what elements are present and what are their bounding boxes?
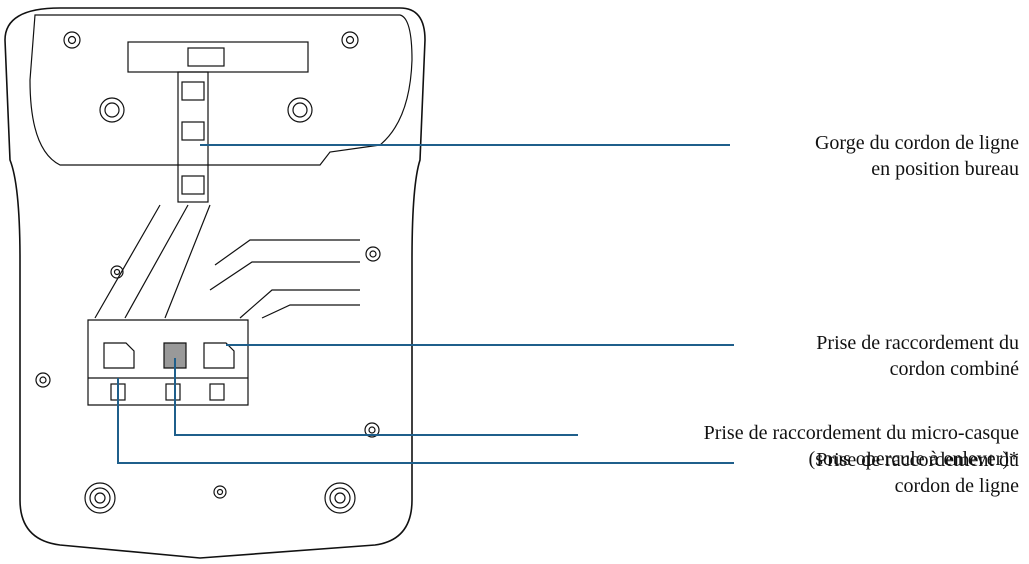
screw-mid-left: [110, 265, 124, 279]
foot-lower-left: [84, 482, 116, 514]
phone-body-outline: [4, 7, 426, 559]
handset-icon: [209, 383, 225, 401]
top-slot: [127, 41, 309, 73]
jack-panel: [87, 319, 249, 406]
handset-cord-jack-socket: [203, 342, 235, 369]
screw-left: [35, 372, 51, 388]
screw-top-right: [341, 31, 359, 49]
screw-top-left: [63, 31, 81, 49]
line-cord-groove-channel: [177, 71, 209, 203]
cradle-outline: [29, 14, 413, 166]
screw-mid-right: [365, 246, 381, 262]
screw-bottom-center: [213, 485, 227, 499]
foot-upper-left: [99, 97, 125, 123]
label-line-cord-jack: Prise de raccordement du cordon de ligne: [816, 449, 1019, 497]
foot-lower-right: [324, 482, 356, 514]
label-handset-cord-jack: Prise de raccordement du cordon combiné: [816, 332, 1019, 380]
headset-icon: [165, 383, 181, 401]
headset-jack-socket: [163, 342, 187, 369]
cord-channel-right: [209, 239, 360, 319]
top-slot-window: [187, 47, 225, 67]
screw-right: [364, 422, 380, 438]
line-cord-jack-socket: [103, 342, 135, 369]
label-line-cord-groove: Gorge du cordon de ligne en position bur…: [814, 132, 1019, 180]
foot-upper-right: [287, 97, 313, 123]
label-headset-jack: Prise de raccordement du micro-casque (s…: [703, 422, 1019, 470]
callout-line-line-jack: [117, 378, 734, 464]
cord-channel-left: [94, 204, 211, 319]
callout-line-headset-jack: [174, 358, 578, 436]
